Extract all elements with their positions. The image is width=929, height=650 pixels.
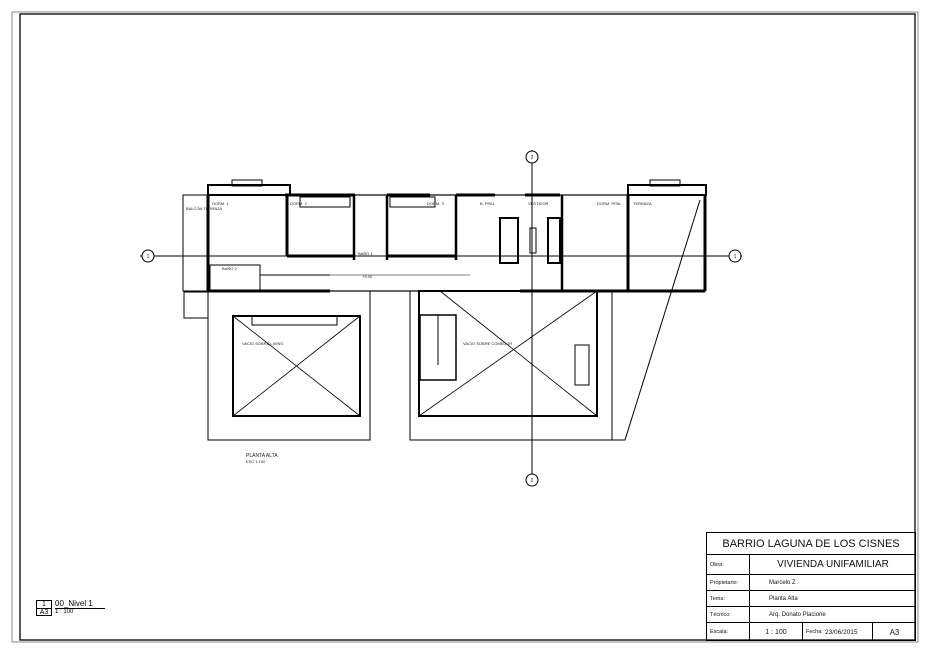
marker-right-label: 1 xyxy=(734,254,737,260)
tecnico-value: Arq. Donato Placione xyxy=(769,611,826,618)
plan-geometry xyxy=(140,150,742,485)
view-number: 1 xyxy=(37,601,51,609)
sheet-outer-frame xyxy=(11,11,919,643)
room-vacio-living: VACIO SOBRE LIVING xyxy=(242,341,284,346)
section-marker-bottom xyxy=(525,473,539,487)
obra-label: Obra: xyxy=(710,561,724,568)
view-scale: 1 : 100 xyxy=(55,609,74,615)
obra-value: VIVIENDA UNIFAMILIAR xyxy=(777,559,889,570)
propietario-label: Propietario: xyxy=(710,579,739,586)
room-vestidor: VESTIDOR xyxy=(528,201,549,206)
room-vacio-comedor: VACIO SOBRE COMEDOR xyxy=(463,341,512,346)
room-bano1: BAÑO 1 xyxy=(358,251,373,256)
section-marker-right xyxy=(728,249,742,263)
escala-label: Escala: xyxy=(710,629,729,635)
tecnico-label: Técnico: xyxy=(710,611,731,618)
marker-top-label: 2 xyxy=(531,155,534,161)
marker-left-label: 1 xyxy=(147,254,150,260)
marker-bottom-label: 2 xyxy=(531,478,534,484)
section-line xyxy=(540,199,701,441)
plan-caption-title: PLANTA ALTA xyxy=(246,453,278,459)
level-mark: +3.30 xyxy=(362,274,373,279)
room-bano2: BAÑO 2 xyxy=(222,266,237,271)
view-name: 00_Nivel 1 xyxy=(55,599,105,609)
room-dorm-ppal: DORM. PPAL xyxy=(597,201,622,206)
view-sheet: A3 xyxy=(39,609,49,616)
room-dorm2: DORM. 2 xyxy=(290,201,307,206)
fecha-value: 23/06/2015 xyxy=(825,628,858,636)
sheet-size: A3 xyxy=(889,627,900,637)
plan-caption-scale: ESC 1:100 xyxy=(246,459,266,464)
section-marker-top xyxy=(525,150,539,164)
fecha-label: Fecha: xyxy=(806,629,823,635)
project-title: BARRIO LAGUNA DE LOS CISNES xyxy=(722,537,900,550)
room-balcon: BALCON TERRAZA xyxy=(186,206,222,211)
title-block: BARRIO LAGUNA DE LOS CISNES Obra: VIVIEN… xyxy=(706,532,916,641)
sheet-inner-frame xyxy=(19,13,916,641)
tema-value: Planta Alta xyxy=(769,595,798,602)
escala-value: 1 : 100 xyxy=(765,628,787,636)
tema-label: Tema: xyxy=(710,595,725,602)
room-bano-ppal: B. PPAL xyxy=(480,201,496,206)
propietario-value: Marcelo Z xyxy=(769,579,796,586)
section-marker-left xyxy=(141,249,155,263)
room-dorm1: DORM. 1 xyxy=(212,201,229,206)
section-markers xyxy=(141,150,742,487)
room-terraza: TERRAZA xyxy=(633,201,652,206)
room-dorm3: DORM. 3 xyxy=(427,201,444,206)
